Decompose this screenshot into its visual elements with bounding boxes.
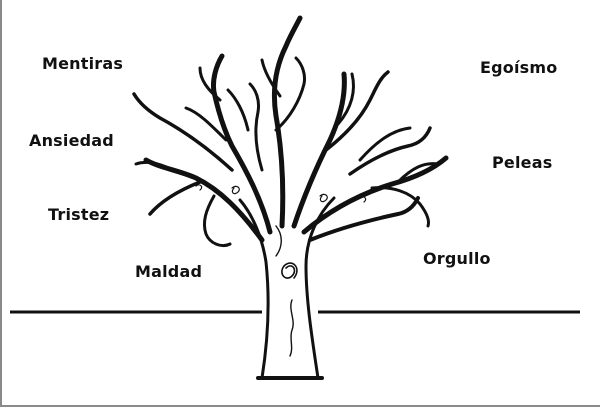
label-peleas: Peleas: [492, 153, 553, 172]
label-ansiedad: Ansiedad: [29, 131, 114, 150]
tree-icon: [132, 15, 449, 380]
trunk: [238, 196, 336, 380]
image-border-bottom: [0, 405, 600, 407]
label-maldad: Maldad: [135, 262, 203, 281]
label-egoismo: Egoísmo: [480, 58, 558, 77]
label-orgullo: Orgullo: [423, 249, 491, 268]
image-border-left: [0, 0, 2, 407]
label-tristez: Tristez: [48, 205, 110, 224]
label-mentiras: Mentiras: [42, 54, 124, 73]
